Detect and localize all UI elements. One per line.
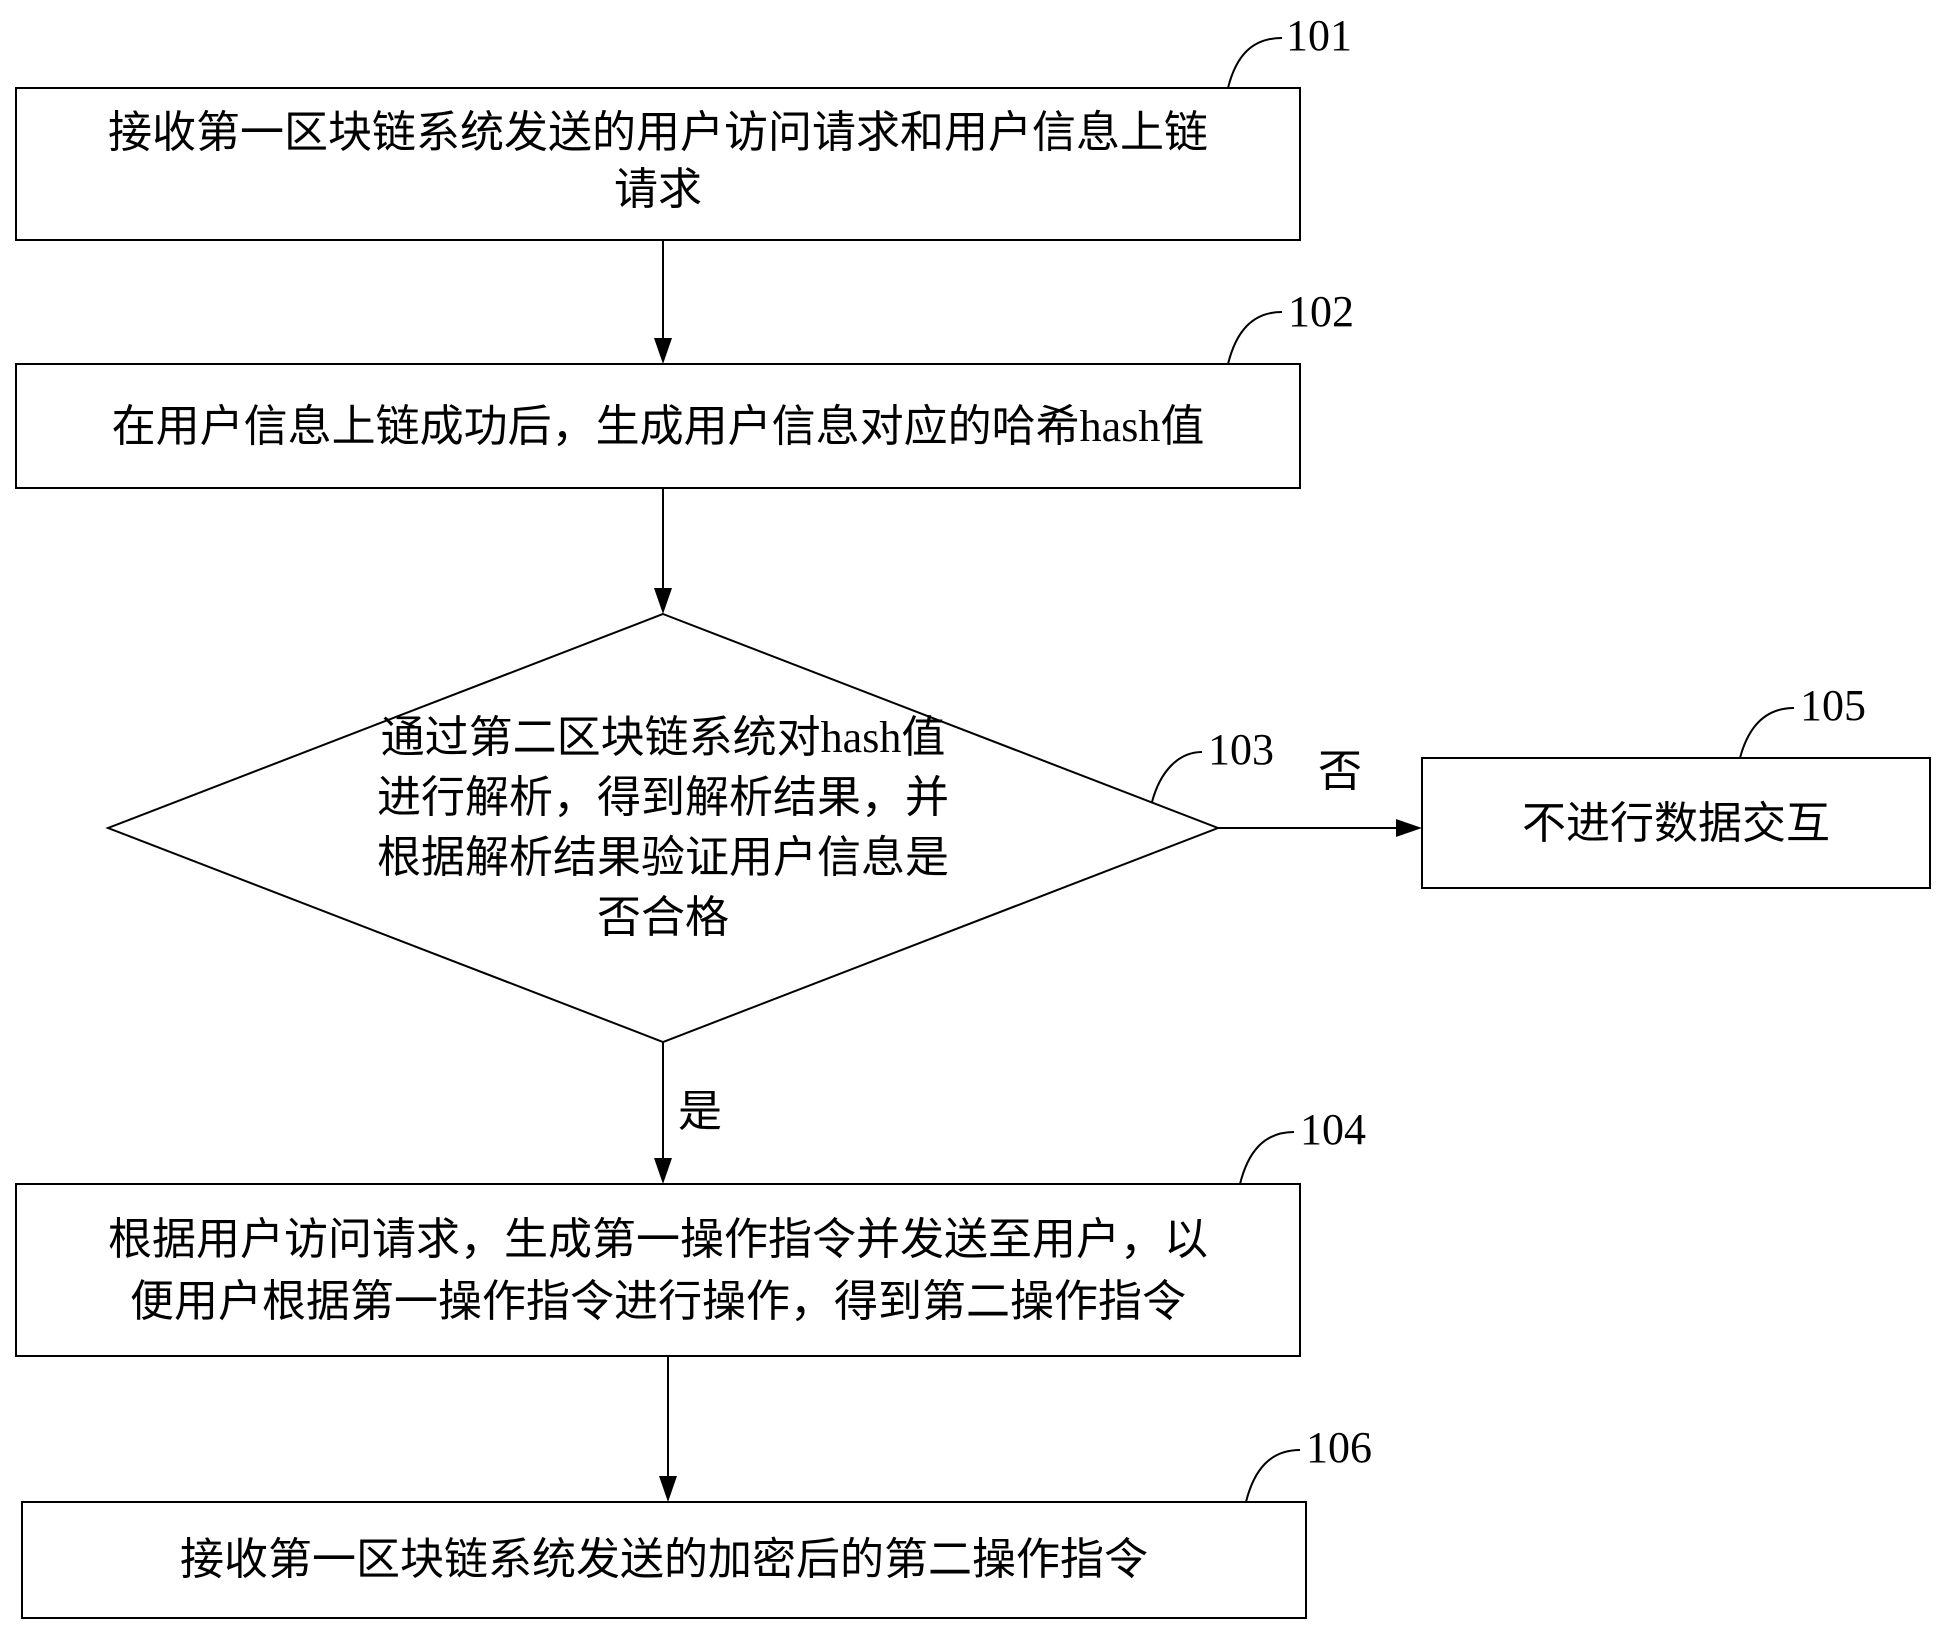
node-104-label-leader — [1239, 1131, 1295, 1185]
node-104: 根据用户访问请求，生成第一操作指令并发送至用户，以 便用户根据第一操作指令进行操… — [15, 1105, 1366, 1357]
node-104-box — [15, 1183, 1301, 1357]
edge-102-103-arrowhead — [654, 588, 672, 614]
node-103-step-label: 103 — [1208, 725, 1274, 774]
node-104-step-label: 104 — [1300, 1105, 1366, 1154]
node-105: 不进行数据交互 105 — [1421, 681, 1931, 889]
node-102: 在用户信息上链成功后，生成用户信息对应的哈希hash值 102 — [15, 287, 1354, 489]
node-102-line-1: 在用户信息上链成功后，生成用户信息对应的哈希hash值 — [112, 402, 1205, 451]
edge-101-102-arrowhead — [654, 338, 672, 364]
node-101-label-leader — [1227, 37, 1283, 89]
edge-103-104-label: 是 — [678, 1087, 722, 1136]
edge-103-104-arrowhead — [654, 1158, 672, 1184]
node-103-line-1: 通过第二区块链系统对hash值 — [381, 713, 946, 762]
node-104-line-1: 根据用户访问请求，生成第一操作指令并发送至用户，以 — [108, 1215, 1208, 1264]
node-105-box — [1421, 757, 1931, 889]
node-106-step-label: 106 — [1306, 1423, 1372, 1472]
node-102-step-label: 102 — [1288, 287, 1354, 336]
node-103-label-leader — [1151, 751, 1203, 803]
node-103-line-4: 否合格 — [597, 893, 729, 942]
node-106-box — [21, 1501, 1307, 1619]
edge-103-105-label: 否 — [1318, 747, 1362, 796]
edge-101-102 — [654, 240, 672, 364]
node-101-line-2: 请求 — [614, 165, 702, 214]
edge-104-106-arrowhead — [659, 1476, 677, 1502]
node-106-line-1: 接收第一区块链系统发送的加密后的第二操作指令 — [180, 1535, 1148, 1584]
edge-102-103 — [654, 488, 672, 614]
node-102-label-leader — [1227, 311, 1283, 365]
node-101-line-1: 接收第一区块链系统发送的用户访问请求和用户信息上链 — [108, 108, 1208, 157]
edge-103-104: 是 — [654, 1042, 722, 1184]
node-106-label-leader — [1245, 1449, 1301, 1503]
node-105-line-1: 不进行数据交互 — [1522, 799, 1830, 848]
edge-103-105: 否 — [1218, 747, 1422, 837]
node-103-diamond — [105, 612, 1221, 1044]
node-104-line-2: 便用户根据第一操作指令进行操作，得到第二操作指令 — [130, 1277, 1186, 1326]
node-102-box — [15, 363, 1301, 489]
edge-103-105-arrowhead — [1396, 819, 1422, 837]
node-103-line-3: 根据解析结果验证用户信息是 — [377, 833, 949, 882]
node-105-step-label: 105 — [1800, 681, 1866, 730]
node-106: 接收第一区块链系统发送的加密后的第二操作指令 106 — [21, 1423, 1372, 1619]
node-101-step-label: 101 — [1286, 11, 1352, 60]
node-101: 接收第一区块链系统发送的用户访问请求和用户信息上链 请求 101 — [15, 11, 1352, 241]
node-105-label-leader — [1739, 707, 1795, 759]
node-101-box — [15, 87, 1301, 241]
edge-104-106 — [659, 1356, 677, 1502]
node-103: 通过第二区块链系统对hash值 进行解析，得到解析结果，并 根据解析结果验证用户… — [105, 612, 1274, 1044]
node-103-line-2: 进行解析，得到解析结果，并 — [377, 773, 949, 822]
